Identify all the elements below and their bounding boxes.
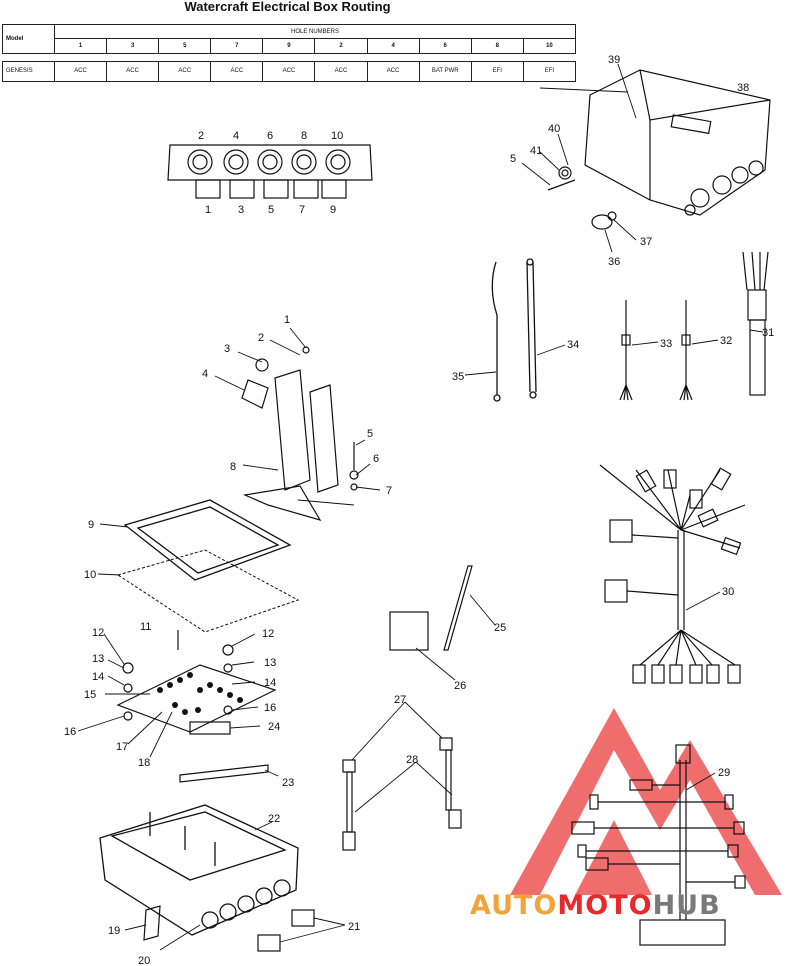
callout-23: 23 bbox=[282, 777, 294, 789]
hole-label-top: 6 bbox=[267, 130, 273, 142]
wiring-harness-29 bbox=[571, 744, 746, 946]
callout-19: 19 bbox=[108, 925, 120, 937]
callout-35: 35 bbox=[452, 371, 464, 383]
watermark-text: AUTOMOTOHUB bbox=[470, 890, 721, 921]
watermark-moto: MOTO bbox=[557, 890, 652, 921]
hole-value: EFI bbox=[522, 60, 577, 83]
callout-13: 13 bbox=[92, 653, 104, 665]
hole-value: ACC bbox=[106, 60, 160, 83]
callout-15: 15 bbox=[84, 689, 96, 701]
callout-14: 14 bbox=[264, 677, 276, 689]
callout-39: 39 bbox=[608, 54, 620, 66]
hole-label-bottom: 9 bbox=[330, 204, 336, 216]
hole-label-bottom: 7 bbox=[299, 204, 305, 216]
callout-29: 29 bbox=[718, 767, 730, 779]
box-lid-9 bbox=[123, 499, 292, 581]
callout-28: 28 bbox=[406, 754, 418, 766]
callout-7: 7 bbox=[386, 485, 392, 497]
callout-12: 12 bbox=[262, 628, 274, 640]
callout-40: 40 bbox=[548, 123, 560, 135]
callout-16: 16 bbox=[264, 702, 276, 714]
hole-number: 9 bbox=[262, 38, 316, 54]
cable-34 bbox=[526, 258, 537, 399]
callout-10: 10 bbox=[84, 569, 96, 581]
hole-label-bottom: 3 bbox=[238, 204, 244, 216]
hole-label-top: 2 bbox=[198, 130, 204, 142]
callout-31: 31 bbox=[762, 327, 774, 339]
hole-number: 8 bbox=[470, 38, 524, 54]
callout-6: 6 bbox=[373, 453, 379, 465]
callout-4: 4 bbox=[202, 368, 208, 380]
callout-11: 11 bbox=[140, 621, 151, 633]
hole-number: 5 bbox=[158, 38, 212, 54]
callout-5: 5 bbox=[367, 428, 373, 440]
leader-lines bbox=[77, 63, 764, 951]
callout-26: 26 bbox=[454, 680, 466, 692]
callout-24: 24 bbox=[268, 721, 280, 733]
callout-30: 30 bbox=[722, 586, 734, 598]
cable-31 bbox=[742, 251, 769, 396]
hole-number: 10 bbox=[522, 38, 577, 54]
callout-36: 36 bbox=[608, 256, 620, 268]
callout-8: 8 bbox=[230, 461, 236, 473]
cable-33 bbox=[619, 300, 633, 401]
callout-18: 18 bbox=[138, 757, 150, 769]
wiring-harness-30 bbox=[599, 464, 746, 684]
cable-35 bbox=[491, 261, 501, 402]
callout-20: 20 bbox=[138, 955, 150, 966]
callout-27: 27 bbox=[394, 694, 406, 706]
box-base-22 bbox=[99, 804, 299, 936]
hole-routing-table: Model HOLE NUMBERS 1 3 5 7 9 2 4 6 8 10 … bbox=[2, 23, 577, 83]
callout-labels: 1 2 3 4 5 6 7 8 9 10 11 12 12 13 13 14 1… bbox=[64, 54, 774, 966]
diagram-title: Watercraft Electrical Box Routing bbox=[184, 0, 391, 14]
model-header: Model bbox=[2, 24, 55, 54]
harness-27-28 bbox=[342, 737, 462, 851]
hole-label-bottom: 5 bbox=[268, 204, 274, 216]
hole-value: ACC bbox=[210, 60, 264, 83]
callout-34: 34 bbox=[567, 339, 579, 351]
connector-strip bbox=[167, 144, 373, 199]
callout-9: 9 bbox=[88, 519, 94, 531]
hole-label-top: 8 bbox=[301, 130, 307, 142]
hole-label-bottom: 1 bbox=[205, 204, 211, 216]
hole-value: ACC bbox=[314, 60, 368, 83]
callout-33: 33 bbox=[660, 338, 672, 350]
watermark-auto: AUTO bbox=[470, 890, 557, 921]
gasket-10 bbox=[116, 549, 300, 633]
callout-37: 37 bbox=[640, 236, 652, 248]
part-25-strip bbox=[443, 565, 473, 651]
callout-16: 16 bbox=[64, 726, 76, 738]
electrical-box-assembly bbox=[547, 69, 771, 230]
hole-label-top: 10 bbox=[331, 130, 343, 142]
watermark-hub: HUB bbox=[653, 890, 721, 921]
cable-32 bbox=[679, 300, 693, 401]
callout-38: 38 bbox=[737, 82, 749, 94]
busbar-23 bbox=[179, 764, 269, 783]
callout-32: 32 bbox=[720, 335, 732, 347]
callout-14: 14 bbox=[92, 671, 104, 683]
callout-5: 5 bbox=[510, 153, 516, 165]
callout-21: 21 bbox=[348, 921, 360, 933]
callout-22: 22 bbox=[268, 813, 280, 825]
callout-25: 25 bbox=[494, 622, 506, 634]
part-26-label bbox=[389, 611, 429, 651]
callout-3: 3 bbox=[224, 343, 230, 355]
callout-17: 17 bbox=[116, 741, 128, 753]
callout-13: 13 bbox=[264, 657, 276, 669]
callout-41: 41 bbox=[530, 145, 542, 157]
callout-12: 12 bbox=[92, 627, 104, 639]
callout-2: 2 bbox=[258, 332, 264, 344]
circuit-board bbox=[116, 630, 277, 735]
bracket-assembly bbox=[241, 346, 359, 521]
callout-1: 1 bbox=[284, 314, 290, 326]
hole-label-top: 4 bbox=[233, 130, 239, 142]
